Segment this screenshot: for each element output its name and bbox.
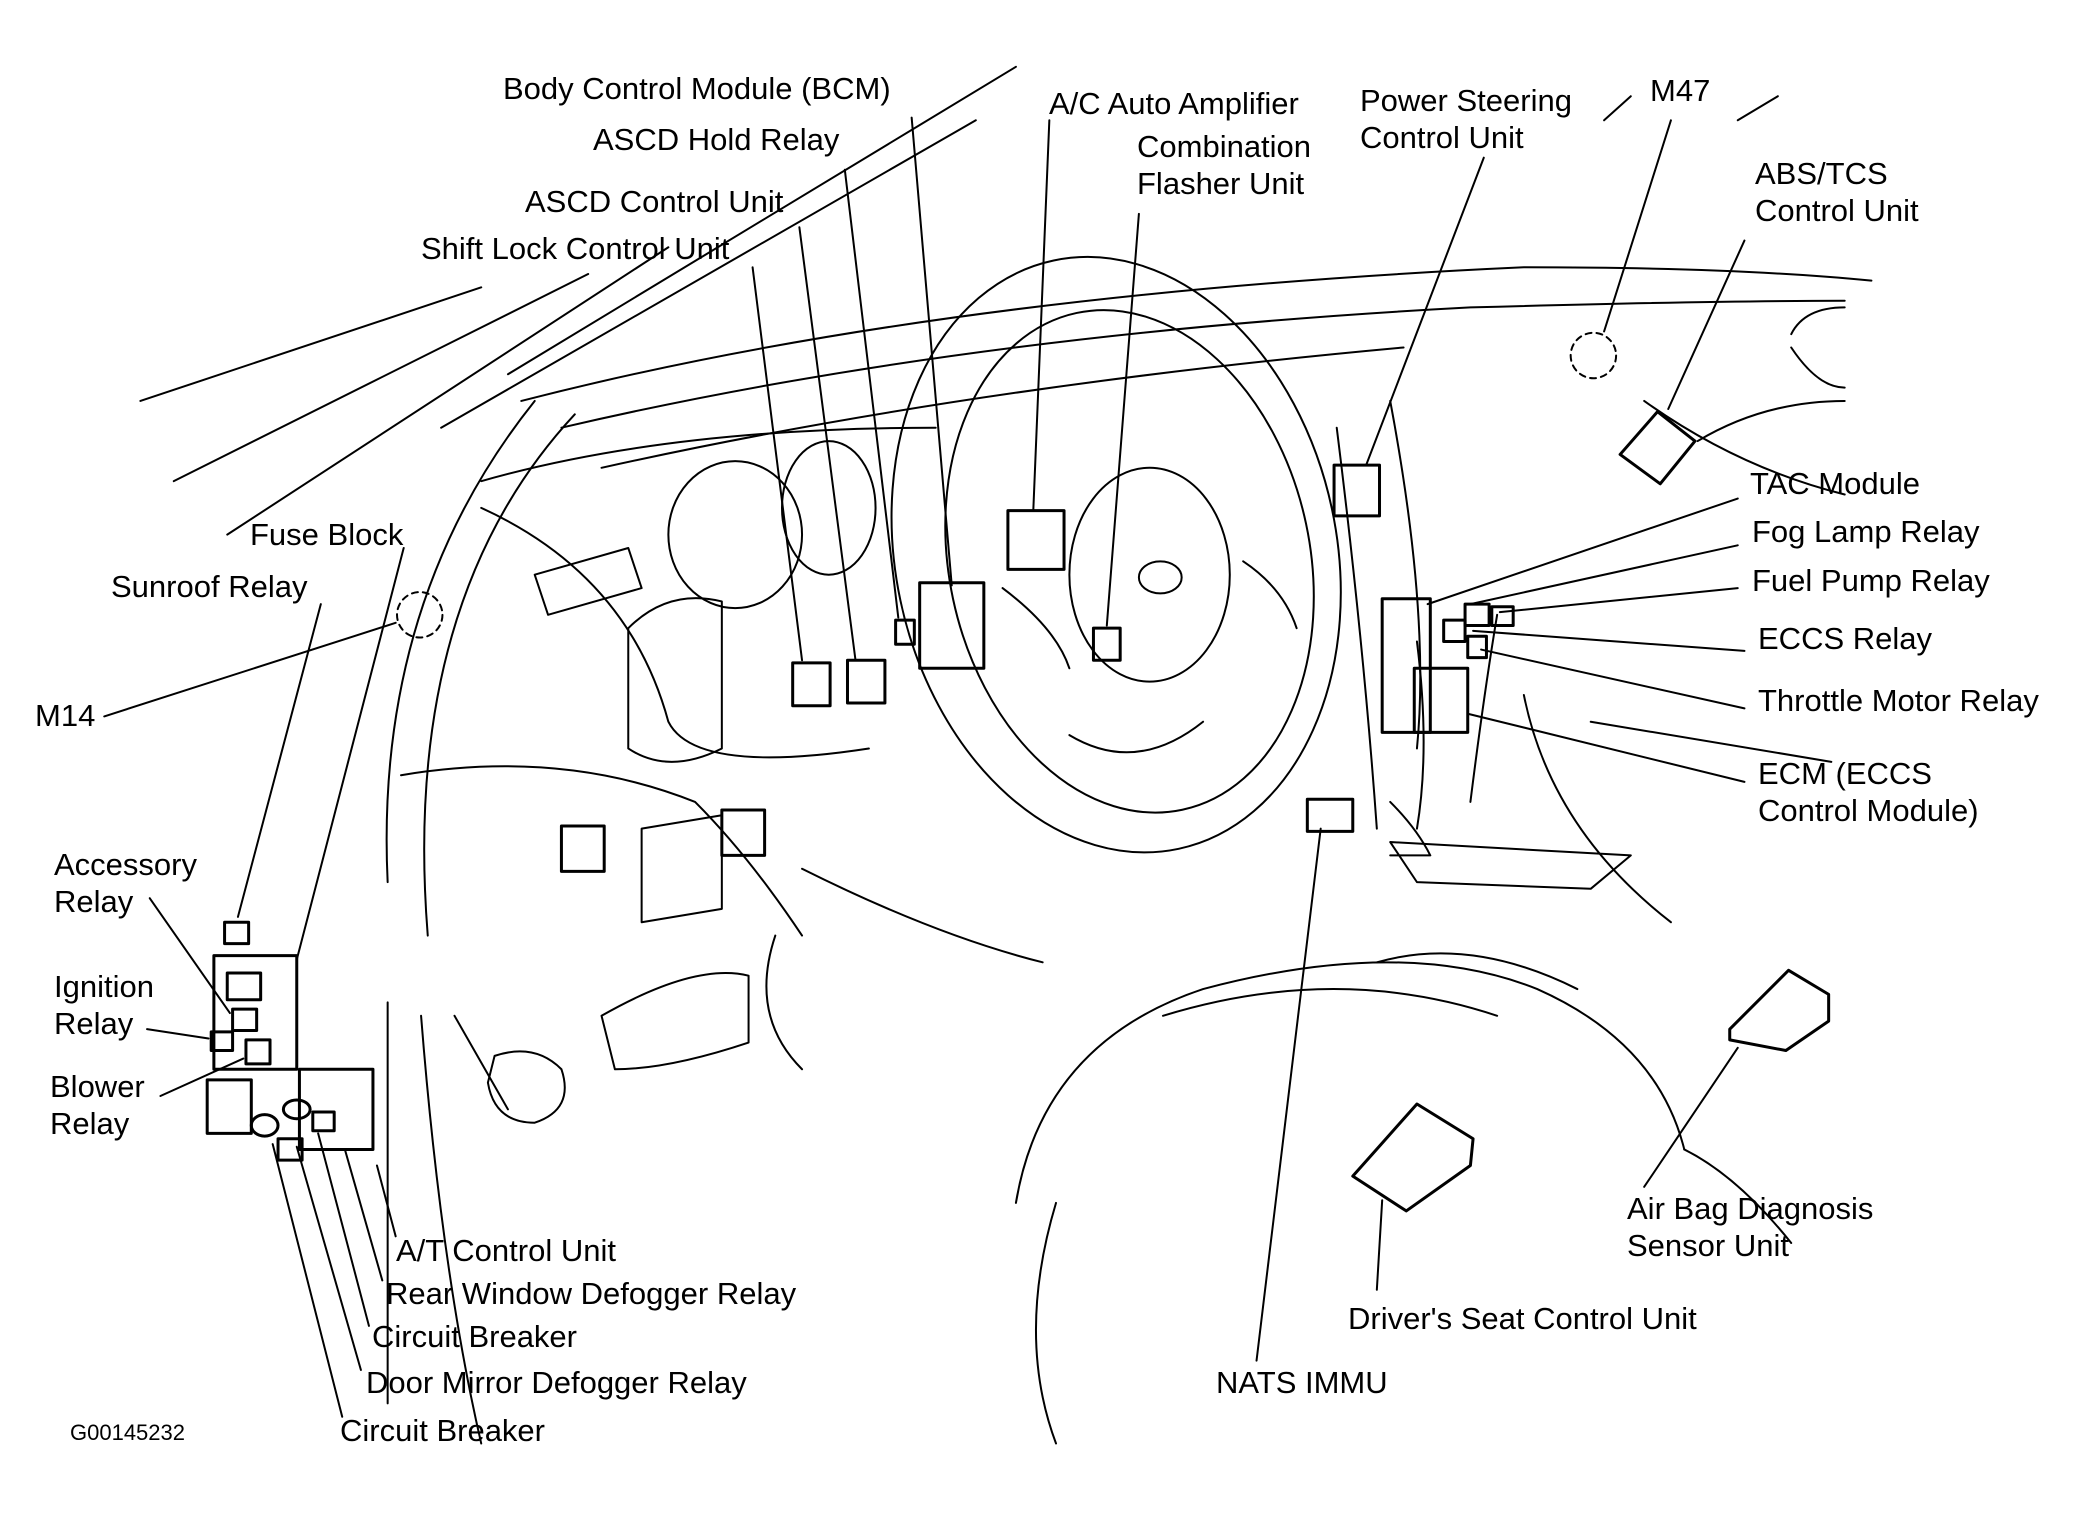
blower-relay-box-2 [246, 1040, 270, 1064]
label-ignition-relay: Ignition Relay [54, 969, 154, 1041]
fuel-pump-relay-box [1492, 607, 1513, 626]
label-fuse-block: Fuse Block [250, 517, 404, 552]
dash-switch-box-2 [722, 810, 765, 855]
label-air-bag-diagnosis-sensor-unit: Air Bag Diagnosis Sensor Unit [1627, 1191, 1874, 1263]
label-tac-module: TAC Module [1750, 466, 1920, 501]
fog-lamp-relay-box [1465, 604, 1489, 625]
abs-tcs-control-unit-box [1620, 412, 1695, 484]
fuse-block-relay-top [227, 973, 260, 1000]
ecm-box [1414, 668, 1467, 732]
label-drivers-seat-control-unit: Driver's Seat Control Unit [1348, 1301, 1697, 1336]
label-eccs-relay: ECCS Relay [1758, 621, 1932, 656]
label-door-mirror-defogger-relay: Door Mirror Defogger Relay [366, 1365, 747, 1400]
label-ascd-control-unit: ASCD Control Unit [525, 184, 784, 219]
nats-immu-box [1307, 799, 1352, 831]
combination-flasher-unit-box [1093, 628, 1120, 660]
shift-lock-control-unit-box [793, 663, 830, 706]
label-fog-lamp-relay: Fog Lamp Relay [1752, 514, 1980, 549]
label-sunroof-relay: Sunroof Relay [111, 569, 308, 604]
tac-module-box [1382, 599, 1430, 733]
label-m14: M14 [35, 698, 96, 733]
label-blower-relay: Blower Relay [50, 1069, 145, 1141]
eccs-relay-box [1444, 620, 1465, 641]
circuit-breaker-block [207, 1080, 251, 1133]
center-console [1337, 307, 1845, 922]
label-fuel-pump-relay: Fuel Pump Relay [1752, 563, 1990, 598]
drivers-seat [1016, 953, 1791, 1443]
windshield-lines [140, 67, 1871, 535]
label-circuit-breaker-2: Circuit Breaker [340, 1413, 545, 1448]
circuit-breaker-1-box [251, 1115, 278, 1136]
ac-auto-amplifier-box [1008, 511, 1064, 570]
label-abs-tcs-control-unit: ABS/TCS Control Unit [1755, 156, 1919, 228]
label-bcm: Body Control Module (BCM) [503, 71, 891, 106]
label-rear-window-defogger-relay: Rear Window Defogger Relay [386, 1276, 797, 1311]
power-steering-control-unit-box [1334, 465, 1379, 516]
ascd-hold-relay-box [896, 620, 915, 644]
label-ecm: ECM (ECCS Control Module) [1758, 756, 1979, 828]
throttle-motor-relay-box [1468, 636, 1487, 657]
figure-id: G00145232 [70, 1420, 185, 1445]
label-nats-immu: NATS IMMU [1216, 1365, 1388, 1400]
dashboard-outline [401, 428, 1043, 1123]
steering-wheel [838, 215, 1395, 895]
circuit-breaker-2-box [278, 1139, 302, 1160]
ignition-relay-box [233, 1009, 257, 1030]
m14-connector-marker [397, 592, 442, 637]
rear-window-defogger-relay-box [313, 1112, 334, 1131]
label-combination-flasher-unit: Combination Flasher Unit [1137, 129, 1312, 201]
ascd-control-unit-box [847, 660, 884, 703]
label-circuit-breaker-1: Circuit Breaker [372, 1319, 577, 1354]
leader-lines [104, 118, 1744, 1417]
m47-connector-marker [1571, 333, 1616, 378]
label-throttle-motor-relay: Throttle Motor Relay [1758, 683, 2039, 718]
label-accessory-relay: Accessory Relay [54, 847, 197, 919]
label-at-control-unit: A/T Control Unit [396, 1233, 616, 1268]
accessory-relay-box [225, 922, 249, 943]
at-control-unit-box [299, 1069, 373, 1149]
label-power-steering-control-unit: Power Steering Control Unit [1360, 83, 1572, 155]
label-ascd-hold-relay: ASCD Hold Relay [593, 122, 840, 157]
blower-relay-box [211, 1032, 232, 1051]
fuse-block [214, 956, 297, 1070]
air-bag-diagnosis-sensor-unit-box [1730, 970, 1829, 1050]
label-ac-auto-amplifier: A/C Auto Amplifier [1049, 86, 1299, 121]
drivers-seat-control-unit-box [1353, 1104, 1473, 1211]
label-m47: M47 [1650, 73, 1711, 108]
dash-switch-box-1 [561, 826, 604, 871]
door-mirror-defogger-relay-box [283, 1100, 310, 1119]
label-shift-lock-control-unit: Shift Lock Control Unit [421, 231, 730, 266]
